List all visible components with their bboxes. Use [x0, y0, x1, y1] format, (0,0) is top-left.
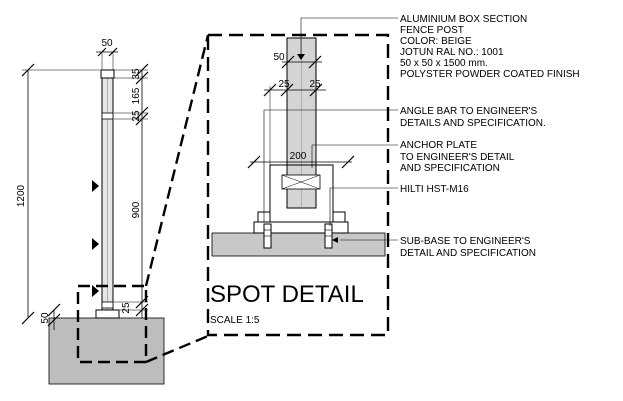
dim-elev-35: 35	[131, 68, 142, 80]
drawing-title: SPOT DETAIL	[210, 281, 364, 308]
note-hilti: HILTI HST-M16	[400, 184, 469, 195]
note-anchor-plate: ANCHOR PLATE TO ENGINEER'S DETAIL AND SP…	[400, 140, 515, 174]
svg-text:TO ENGINEER'S DETAIL: TO ENGINEER'S DETAIL	[400, 152, 515, 163]
leader-post	[300, 17, 398, 54]
elevation-view: 1200 50 35 165 25 900 25 50	[16, 38, 165, 385]
dim-elev-25-top: 25	[131, 110, 142, 122]
projection-line-bottom	[145, 334, 209, 364]
dim-elev-165: 165	[131, 87, 142, 104]
svg-text:POLYSTER POWDER COATED FINISH: POLYSTER POWDER COATED FINISH	[400, 69, 580, 80]
svg-text:ANGLE BAR TO ENGINEER'S: ANGLE BAR TO ENGINEER'S	[400, 106, 537, 117]
dim-detail-25-right: 25	[309, 79, 321, 90]
svg-text:DETAILS AND SPECIFICATION.: DETAILS AND SPECIFICATION.	[400, 118, 546, 129]
dim-detail-200: 200	[290, 151, 307, 162]
leader-angle-bar	[263, 109, 398, 222]
svg-text:SUB-BASE TO ENGINEER'S: SUB-BASE TO ENGINEER'S	[400, 236, 531, 247]
note-subbase: SUB-BASE TO ENGINEER'S DETAIL AND SPECIF…	[400, 236, 536, 259]
note-post: ALUMINIUM BOX SECTION FENCE POST COLOR: …	[400, 14, 580, 80]
svg-text:FENCE POST: FENCE POST	[400, 25, 464, 36]
elevation-post-cap	[100, 69, 115, 79]
mesh-arrow-1	[92, 180, 99, 192]
dim-elev-900: 900	[131, 201, 142, 218]
mesh-arrow-3	[92, 285, 99, 297]
elevation-upper-rail	[101, 112, 114, 120]
leader-anchor-plate	[311, 144, 398, 168]
svg-text:DETAIL AND SPECIFICATION: DETAIL AND SPECIFICATION	[400, 248, 536, 259]
svg-text:ALUMINIUM BOX SECTION: ALUMINIUM BOX SECTION	[400, 14, 527, 25]
svg-text:50 x 50 x 1500 mm.: 50 x 50 x 1500 mm.	[400, 58, 488, 69]
dim-detail-25-left: 25	[278, 79, 290, 90]
leader-hilti	[329, 187, 398, 226]
dim-elev-25-bottom: 25	[121, 302, 132, 314]
svg-text:JOTUN RAL NO.: 1001: JOTUN RAL NO.: 1001	[400, 47, 504, 58]
elevation-base-plate	[95, 309, 120, 319]
svg-text:COLOR: BEIGE: COLOR: BEIGE	[400, 36, 472, 47]
svg-text:ANCHOR PLATE: ANCHOR PLATE	[400, 140, 477, 151]
detail-view: 50 25 25 200 ALUMINIUM BOX SECTION FENCE…	[206, 14, 580, 337]
detail-base-plate	[253, 221, 349, 234]
mesh-arrow-2	[92, 238, 99, 250]
dim-elev-top-50: 50	[101, 38, 113, 49]
projection-line-top	[144, 34, 210, 287]
drawing-scale: SCALE 1:5	[210, 315, 260, 326]
detail-subbase	[211, 232, 386, 257]
detail-angle-bar-right	[332, 211, 346, 223]
note-angle-bar: ANGLE BAR TO ENGINEER'S DETAILS AND SPEC…	[400, 106, 546, 129]
dim-detail-50: 50	[273, 52, 285, 63]
svg-text:AND SPECIFICATION: AND SPECIFICATION	[400, 163, 500, 174]
dim-elev-50-base: 50	[40, 312, 51, 324]
elevation-lower-rail	[101, 301, 114, 309]
detail-frame	[206, 33, 390, 337]
dim-1200-label: 1200	[16, 184, 27, 207]
